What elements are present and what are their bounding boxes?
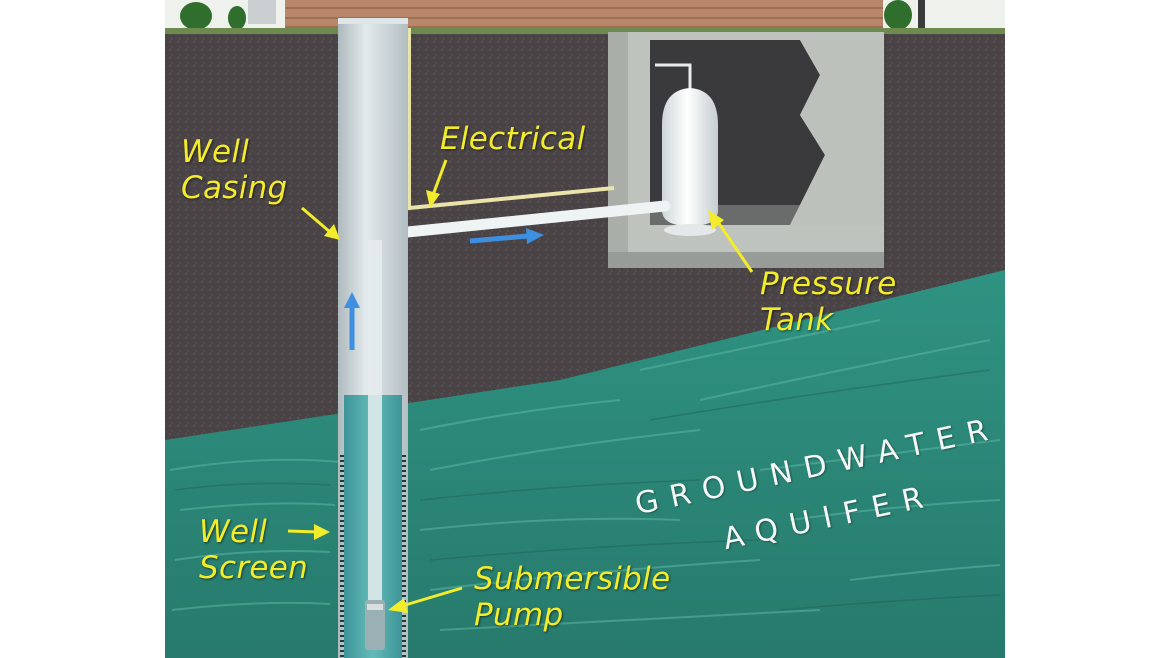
label-line: Casing (181, 170, 288, 206)
label-line: Well (181, 134, 250, 170)
label-line: Tank (760, 302, 834, 338)
well-casing-label: Well Casing (181, 134, 288, 206)
label-line: Pressure (760, 266, 897, 302)
electrical-label: Electrical (440, 121, 585, 157)
basement (608, 32, 884, 268)
submersible-pump-label: Submersible Pump (474, 561, 670, 633)
grass (165, 28, 1005, 34)
label-line: Well (199, 514, 268, 550)
label-line: Screen (199, 550, 309, 586)
flow-arrow-right (469, 228, 544, 244)
pressure-tank-label: Pressure Tank (760, 266, 897, 338)
flow-arrow-up (344, 292, 360, 350)
submersible-pump (365, 600, 385, 650)
pressure-tank (655, 63, 718, 236)
drop-pipe (368, 240, 382, 600)
pointer-arrows (287, 159, 754, 613)
aquifer-texture (169, 319, 1001, 631)
label-line: Electrical (440, 121, 586, 157)
label-line: Pump (474, 597, 564, 633)
well-screen (340, 455, 406, 658)
well-screen-label: Well Screen (199, 514, 308, 586)
label-line: Submersible (474, 561, 671, 597)
